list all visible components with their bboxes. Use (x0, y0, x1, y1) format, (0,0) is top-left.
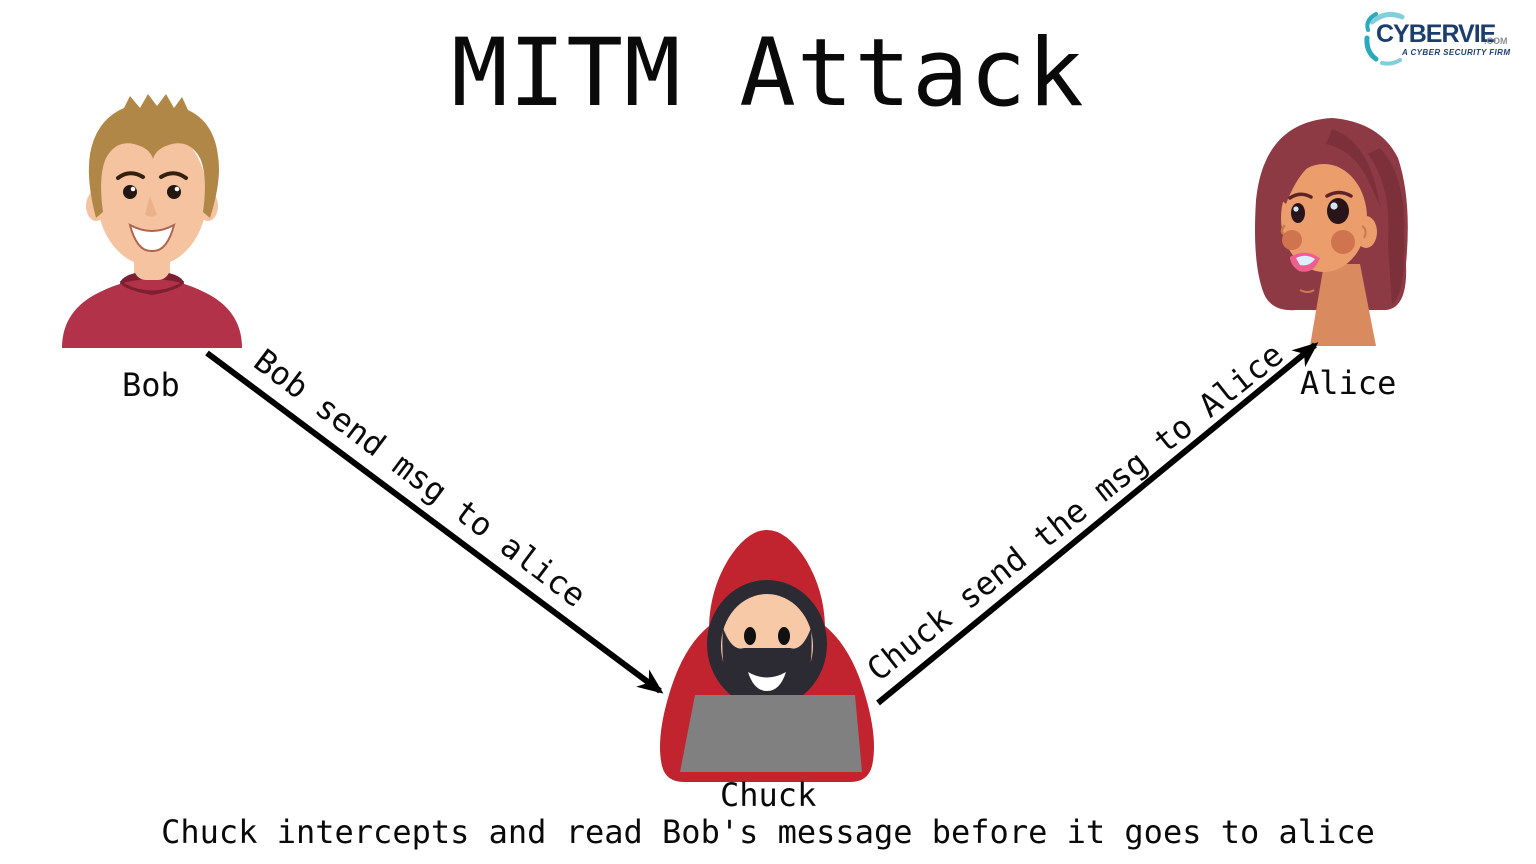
cybervie-tagline: A CYBER SECURITY FIRM (1402, 48, 1511, 57)
arrow-bob-to-chuck (205, 350, 664, 694)
alice-label: Alice (1300, 364, 1397, 402)
cybervie-logo: CYBERVIE .COM A CYBER SECURITY FIRM (1364, 6, 1522, 70)
alice-avatar (1255, 118, 1408, 346)
cybervie-tld-text: .COM (1484, 36, 1508, 46)
chuck-label: Chuck (720, 776, 817, 814)
arrow-chuck-to-alice (876, 342, 1319, 706)
cybervie-swoosh-icon (1364, 11, 1405, 66)
page-title: MITM Attack (451, 19, 1085, 128)
chuck-avatar (660, 530, 874, 782)
diagram-caption: Chuck intercepts and read Bob's message … (161, 813, 1375, 851)
cybervie-brand-text: CYBERVIE (1376, 20, 1496, 48)
bob-label: Bob (122, 366, 180, 404)
bob-avatar (62, 94, 242, 348)
